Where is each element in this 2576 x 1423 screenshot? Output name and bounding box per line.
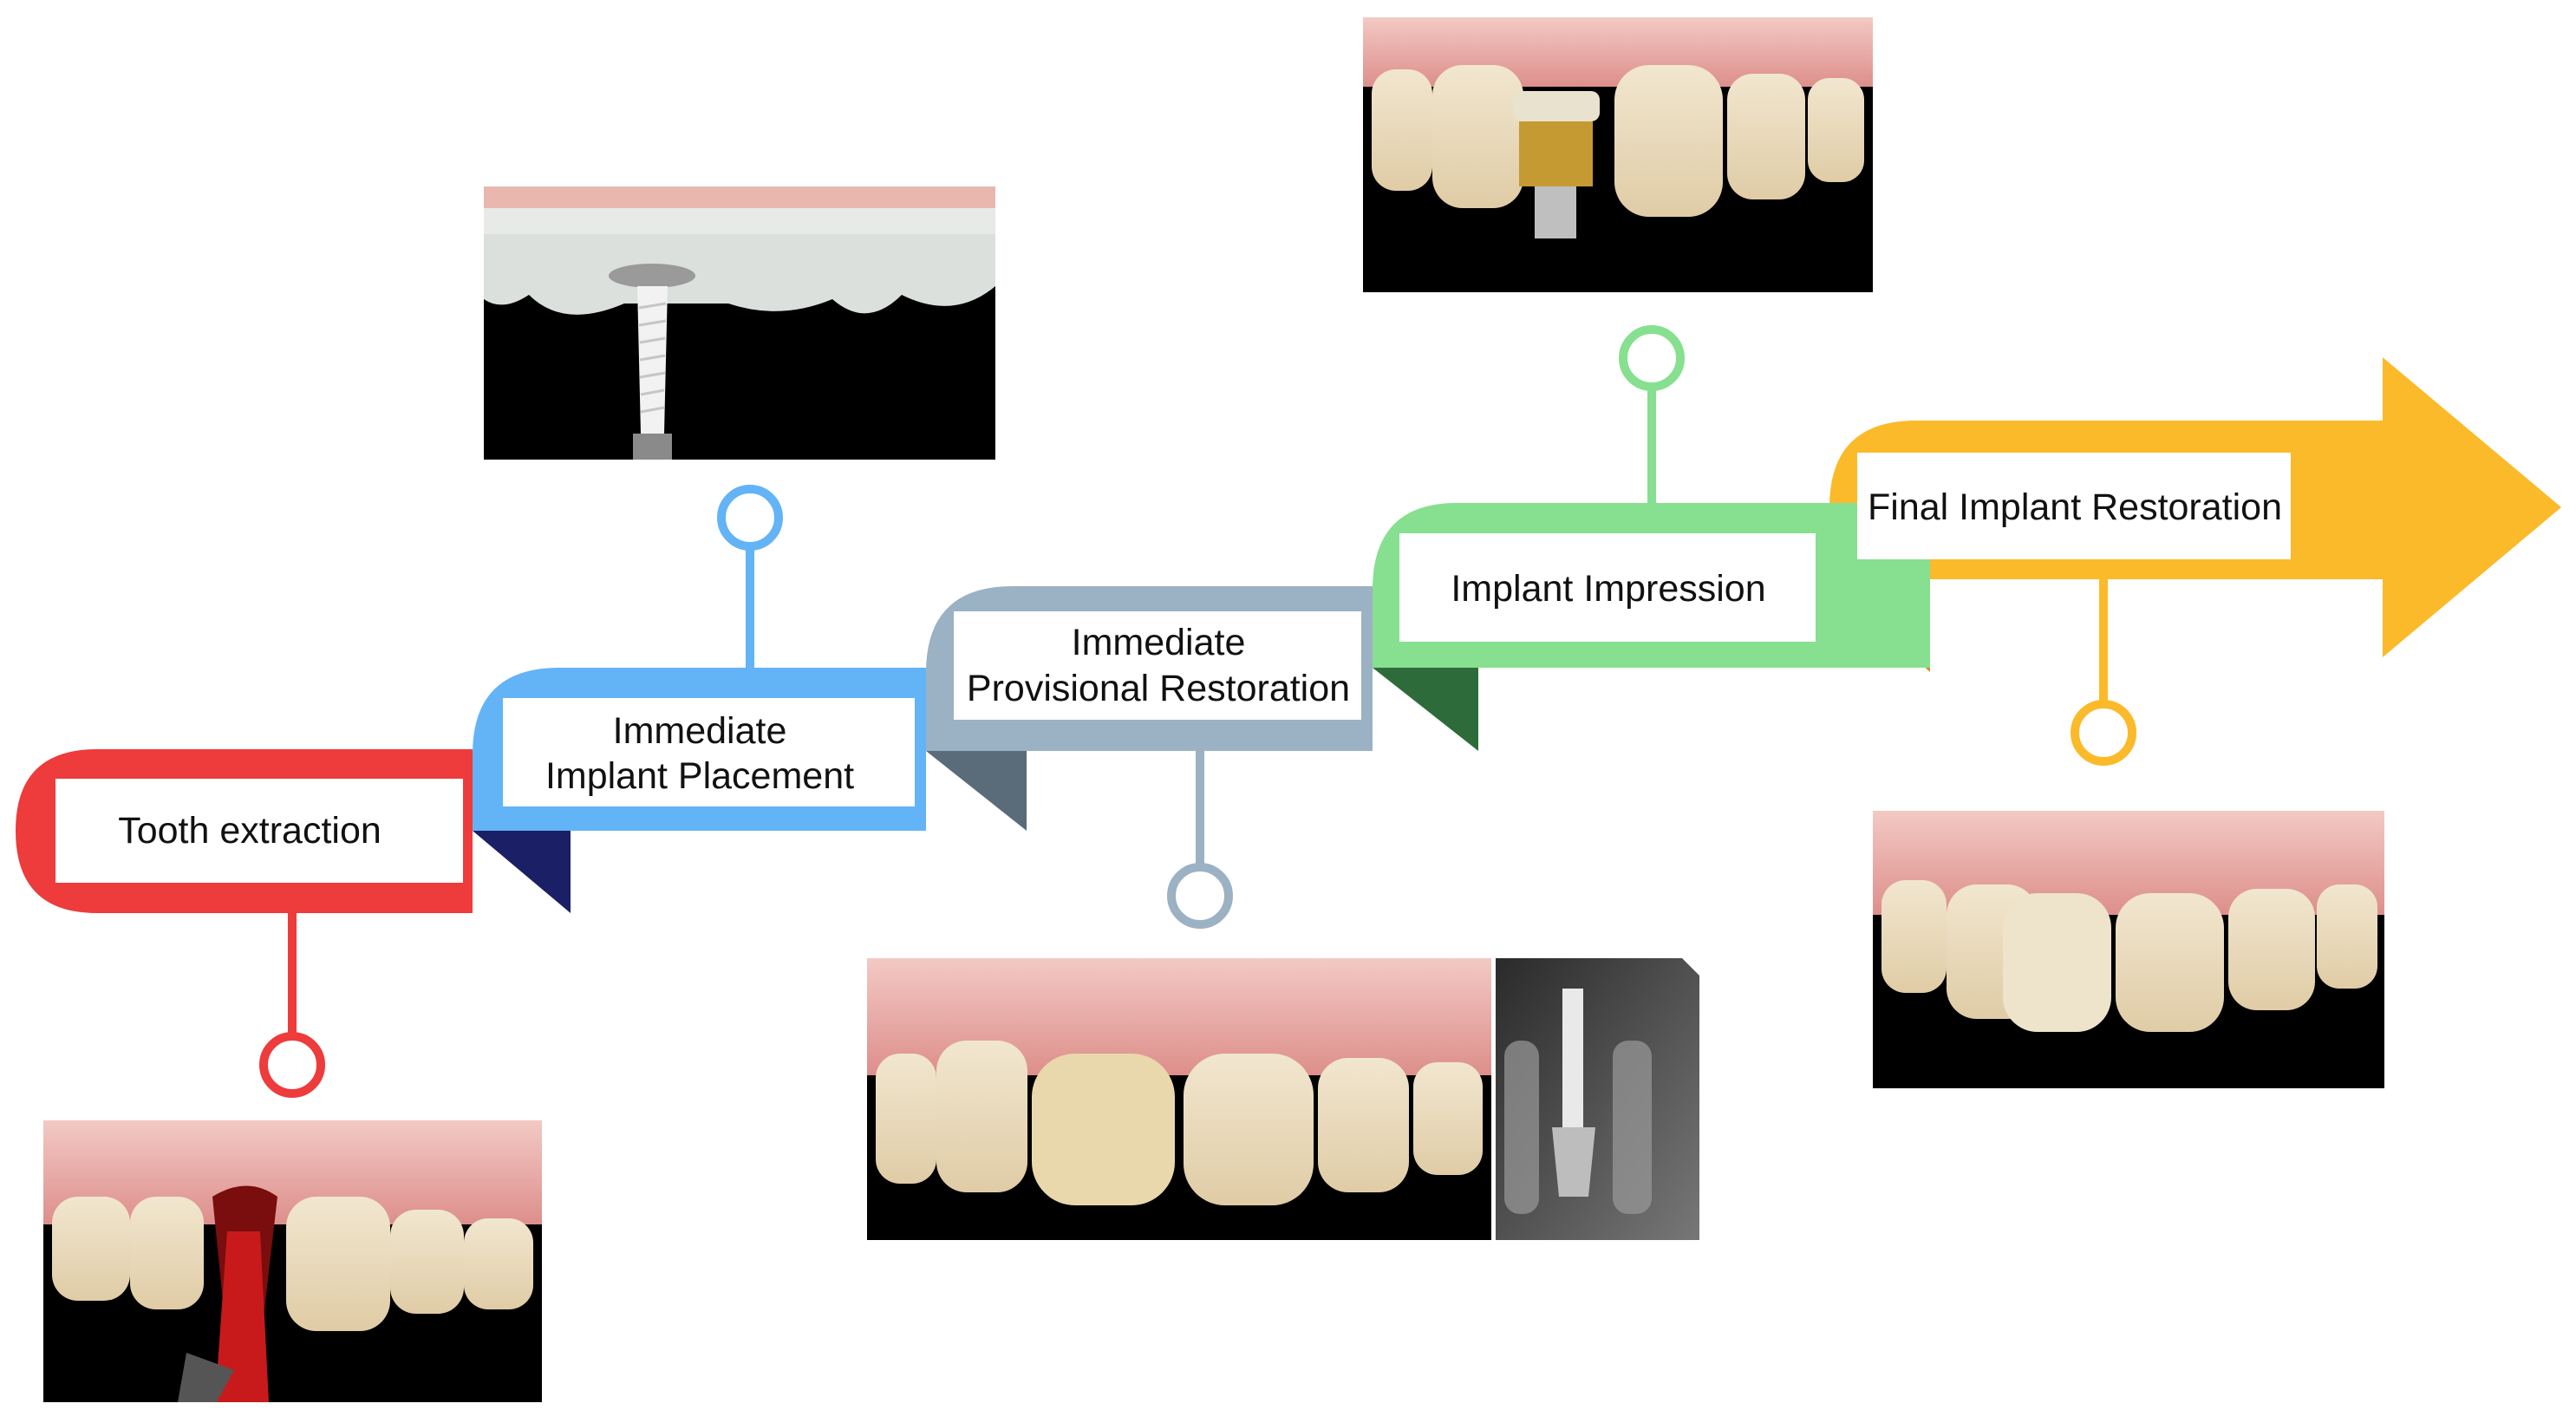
step-3-connector	[1167, 751, 1233, 929]
step-2-photo	[484, 186, 995, 460]
step-1-marker-circle	[259, 1032, 325, 1098]
step-3-label-box	[954, 611, 1361, 720]
step-5-label-box	[1857, 453, 2291, 559]
step-1-label: Tooth extraction	[118, 810, 382, 852]
step-2-fold	[473, 831, 571, 913]
step-4-photo	[1363, 17, 1873, 292]
step-4-fold	[1373, 668, 1478, 751]
step-3-label-line-1: Immediate	[1072, 622, 1246, 663]
step-5-photo	[1873, 811, 2384, 1088]
step-5-marker-circle	[2071, 700, 2136, 766]
step-3-radiograph	[1496, 958, 1699, 1240]
step-2-connector	[717, 485, 783, 668]
step-3-label-line-2: Provisional Restoration	[967, 668, 1350, 709]
step-2-label-line-2: Implant Placement	[545, 755, 854, 797]
step-4-connector	[1619, 325, 1685, 503]
step-3-fold	[926, 751, 1027, 831]
step-2-marker-circle	[717, 485, 783, 551]
step-4-label-box	[1399, 533, 1816, 642]
step-1-connector	[259, 913, 325, 1098]
step-1-label-box	[55, 779, 463, 883]
step-5-connector	[2071, 579, 2136, 766]
step-2-label-box	[503, 698, 915, 806]
step-3-photo	[867, 958, 1491, 1240]
step-5-label: Final Implant Restoration	[1868, 486, 2282, 528]
step-4-marker-circle	[1619, 325, 1685, 391]
step-1-photo	[43, 1120, 542, 1402]
step-4-label: Implant Impression	[1451, 568, 1765, 610]
step-2-label-line-1: Immediate	[613, 710, 787, 752]
step-3-marker-circle	[1167, 863, 1233, 929]
